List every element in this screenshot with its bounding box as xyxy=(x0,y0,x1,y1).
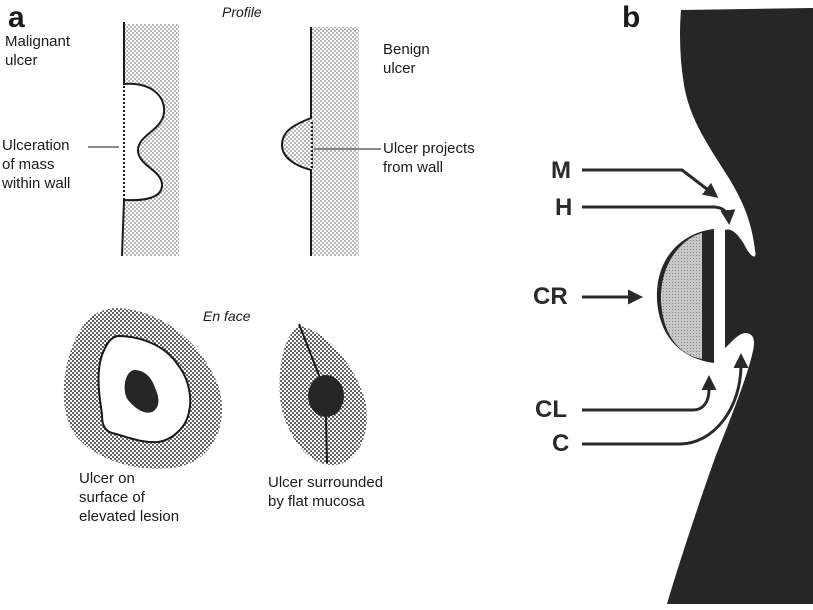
en-face-right-line2: by flat mucosa xyxy=(268,493,365,510)
en-face-elevated-lesion-illustration xyxy=(63,308,223,469)
panel-b-illustration xyxy=(582,8,813,604)
en-face-heading: En face xyxy=(203,308,251,324)
label-h: H xyxy=(555,194,573,221)
panel-a-letter: a xyxy=(8,1,25,34)
malignant-callout-line3: within wall xyxy=(2,175,71,192)
tissue-mass xyxy=(667,8,813,604)
label-c: C xyxy=(552,430,570,457)
mucosal-fold-lower xyxy=(325,414,328,464)
arrow-c xyxy=(582,353,749,446)
arrow-cl xyxy=(582,375,717,412)
malignant-callout-line1: Ulceration xyxy=(2,137,70,154)
malignant-callout-line2: of mass xyxy=(2,156,55,173)
malignant-profile-illustration xyxy=(88,22,179,257)
benign-ulcer-projection xyxy=(282,118,311,170)
benign-wall-outline xyxy=(280,27,312,256)
benign-wall xyxy=(311,27,359,256)
malignant-ulcer-cavity xyxy=(124,83,165,201)
malignant-title-line1: Malignant xyxy=(5,33,71,50)
arrow-h xyxy=(582,205,736,225)
en-face-flat-mucosa-illustration xyxy=(279,323,367,466)
benign-callout-line2: from wall xyxy=(383,159,444,176)
flat-ulcer-dark xyxy=(308,375,344,417)
benign-profile-illustration xyxy=(280,27,381,256)
label-m: M xyxy=(551,157,571,184)
panel-b-letter: b xyxy=(622,1,641,34)
mucosal-fold-upper xyxy=(298,323,321,379)
en-face-right-line1: Ulcer surrounded xyxy=(268,474,384,491)
malignant-title-line2: ulcer xyxy=(5,52,38,69)
benign-callout-line1: Ulcer projects xyxy=(383,140,475,157)
arrow-m xyxy=(582,168,719,198)
label-cr: CR xyxy=(533,283,568,310)
crater-fill xyxy=(660,233,702,359)
benign-title-line2: ulcer xyxy=(383,60,416,77)
benign-title-line1: Benign xyxy=(383,41,430,58)
profile-heading: Profile xyxy=(222,4,262,20)
label-cl: CL xyxy=(535,396,567,423)
malignant-wall-outline xyxy=(121,22,166,257)
wall-gap xyxy=(718,230,725,348)
en-face-left-line3: elevated lesion xyxy=(79,508,180,525)
en-face-left-line1: Ulcer on xyxy=(79,470,135,487)
en-face-left-line2: surface of xyxy=(79,489,145,506)
ulcer-crater-dark xyxy=(124,370,159,413)
